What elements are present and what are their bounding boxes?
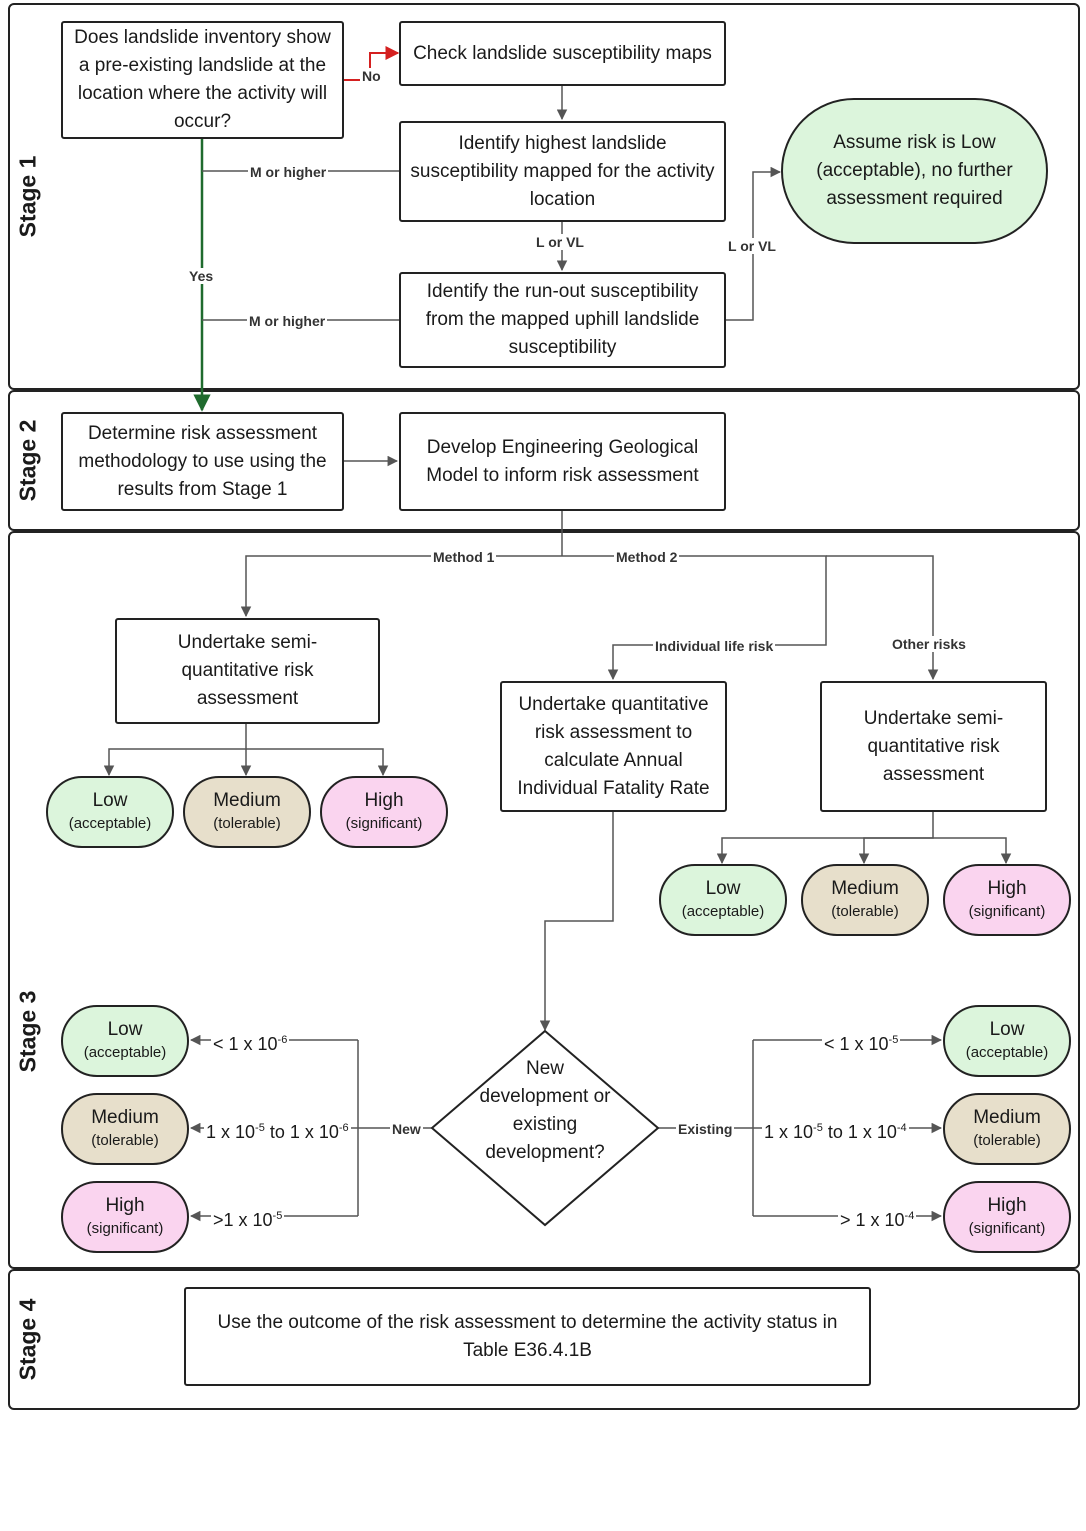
outcome-low-existing: Low(acceptable) — [943, 1005, 1071, 1077]
use-outcome-box: Use the outcome of the risk assessment t… — [184, 1287, 871, 1386]
outcome-medium-new: Medium(tolerable) — [61, 1093, 189, 1165]
assume-low-terminal: Assume risk is Low (acceptable), no furt… — [781, 98, 1048, 244]
new-label: New — [390, 1121, 423, 1137]
semi-quant-box-2: Undertake semi-quantitative risk assessm… — [820, 681, 1047, 812]
outcome-low-m1: Low(acceptable) — [46, 776, 174, 848]
method-2-label: Method 2 — [614, 549, 680, 565]
outcome-medium-existing: Medium(tolerable) — [943, 1093, 1071, 1165]
threshold-existing-low: < 1 x 10-5 — [822, 1030, 901, 1054]
outcome-high-existing: High(significant) — [943, 1181, 1071, 1253]
semi-quant-box-1: Undertake semi-quantitative risk assessm… — [115, 618, 380, 724]
threshold-new-low: < 1 x 10-6 — [211, 1030, 290, 1054]
outcome-low-other: Low(acceptable) — [659, 864, 787, 936]
m-or-higher-label-2: M or higher — [247, 313, 328, 329]
other-risks-label: Other risks — [890, 636, 968, 652]
identify-highest-box: Identify highest landslide susceptibilit… — [399, 121, 726, 222]
determine-methodology-box: Determine risk assessment methodology to… — [61, 412, 344, 511]
no-label: No — [360, 68, 383, 84]
outcome-high-new: High(significant) — [61, 1181, 189, 1253]
threshold-existing-medium: 1 x 10-5 to 1 x 10-4 — [762, 1118, 909, 1142]
check-maps-box: Check landslide susceptibility maps — [399, 21, 726, 86]
threshold-existing-high: > 1 x 10-4 — [838, 1206, 917, 1230]
yes-label: Yes — [187, 268, 216, 284]
l-or-vl-label-1: L or VL — [534, 234, 586, 250]
m-or-higher-label-1: M or higher — [248, 164, 329, 180]
identify-runout-box: Identify the run-out susceptibility from… — [399, 272, 726, 368]
outcome-medium-other: Medium(tolerable) — [801, 864, 929, 936]
inventory-question-box: Does landslide inventory show a pre-exis… — [61, 21, 344, 139]
existing-label: Existing — [676, 1121, 735, 1137]
quant-assessment-box: Undertake quantitative risk assessment t… — [500, 681, 727, 812]
l-or-vl-label-2: L or VL — [726, 238, 778, 254]
outcome-high-other: High(significant) — [943, 864, 1071, 936]
outcome-medium-m1: Medium(tolerable) — [183, 776, 311, 848]
develop-model-box: Develop Engineering Geological Model to … — [399, 412, 726, 511]
threshold-new-high: >1 x 10-5 — [211, 1206, 285, 1230]
decision-text: New development or existing development? — [479, 1058, 611, 1163]
method-1-label: Method 1 — [431, 549, 497, 565]
threshold-new-medium: 1 x 10-5 to 1 x 10-6 — [204, 1118, 351, 1142]
decision-diamond — [430, 1029, 660, 1227]
outcome-low-new: Low(acceptable) — [61, 1005, 189, 1077]
outcome-high-m1: High(significant) — [320, 776, 448, 848]
individual-life-risk-label: Individual life risk — [653, 638, 776, 654]
